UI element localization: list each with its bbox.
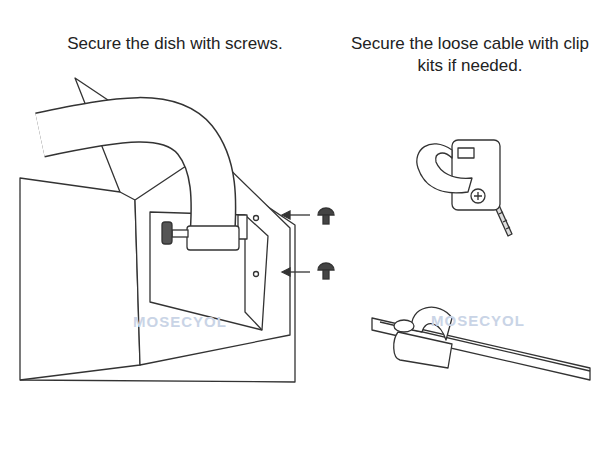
screw-shank: [323, 270, 329, 279]
clip-slot: [458, 148, 474, 158]
screw-cross: [474, 192, 482, 200]
arm-tube: [40, 120, 213, 240]
instruction-caption: Secure the dish with screws.: [50, 33, 300, 55]
screw-hole: [254, 216, 259, 221]
screw-hole: [254, 272, 259, 277]
screw-head: [318, 208, 334, 215]
knob-shaft: [172, 230, 188, 237]
cable-end: [394, 320, 414, 332]
frame-edge: [20, 192, 140, 380]
arm-outline: [40, 120, 213, 240]
instruction-caption: Secure the loose cable with clip kits if…: [345, 33, 595, 77]
bracket-plate: [150, 212, 268, 330]
arrow-line: [288, 214, 310, 215]
watermark: MOSECYOL: [398, 312, 558, 329]
screw-shank: [323, 215, 329, 224]
clip-plate: [452, 140, 500, 210]
arm-clamp: [187, 226, 239, 250]
wall-frame: [20, 78, 295, 382]
screw-cap: [471, 189, 485, 203]
wing-knob: [162, 222, 172, 244]
arrow-line: [288, 271, 310, 272]
arrow-head: [282, 268, 290, 276]
arrow-head: [282, 211, 290, 219]
screw-head: [318, 263, 334, 270]
clip-base: [394, 332, 452, 368]
watermark: MOSECYOL: [100, 313, 260, 330]
